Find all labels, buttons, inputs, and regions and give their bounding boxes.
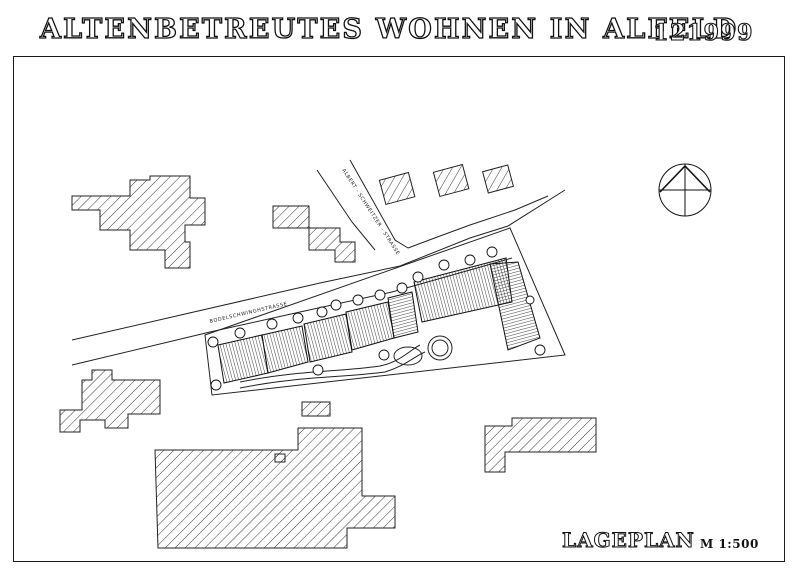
- block-7: [489, 261, 541, 351]
- side-road-right: [349, 159, 409, 249]
- drawing-number: 121999: [653, 19, 754, 46]
- scale-label: M 1:500: [700, 537, 759, 551]
- side-road-left: [316, 169, 376, 251]
- drawing-frame: [13, 56, 785, 562]
- neighbour-buildings: [59, 163, 597, 549]
- block-1: [217, 334, 269, 384]
- trees: [207, 246, 546, 391]
- building-southeast: [484, 417, 597, 473]
- pond: [427, 335, 453, 361]
- block-4: [345, 301, 395, 351]
- building-nw-small-b: [308, 227, 356, 263]
- garden-path: [239, 344, 421, 383]
- plan-label: LAGEPLAN: [562, 528, 695, 553]
- building-north-1: [378, 171, 416, 206]
- garage-marker: [301, 401, 331, 417]
- building-north-2: [432, 163, 470, 198]
- building-nw-small: [272, 205, 310, 229]
- north-arrow-icon: [658, 163, 712, 217]
- side-road-curb: [407, 195, 549, 249]
- building-south: [154, 427, 396, 549]
- block-2: [261, 325, 309, 374]
- road-edge-north: [71, 189, 566, 341]
- building-nw: [71, 175, 206, 269]
- drawing-title: ALTENBETREUTES WOHNEN IN ALFELD: [39, 13, 739, 45]
- building-south-small: [274, 453, 286, 463]
- block-5: [387, 291, 419, 339]
- shrub-bed: [393, 346, 423, 366]
- site-boundary: [204, 227, 566, 396]
- new-buildings: [217, 257, 541, 384]
- building-north-3: [481, 164, 515, 194]
- building-west: [59, 369, 161, 433]
- block-3: [303, 313, 353, 363]
- garden: [239, 335, 453, 389]
